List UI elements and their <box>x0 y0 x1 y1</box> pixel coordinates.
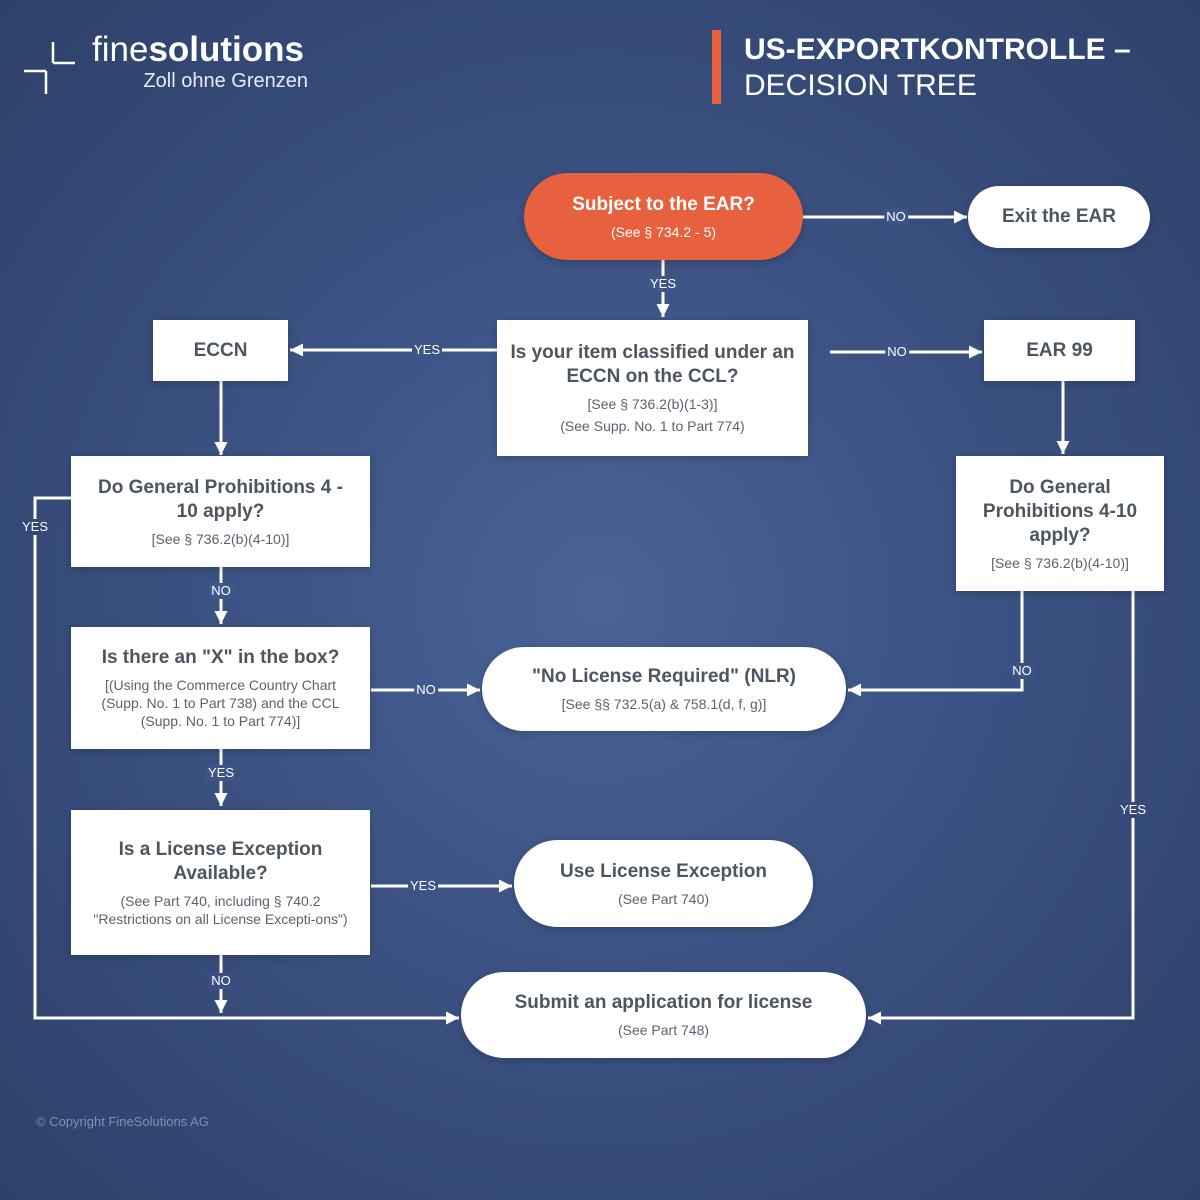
node-subject-to-ear: Subject to the EAR? (See § 734.2 - 5) <box>524 173 803 260</box>
node-gp-left-title: Do General Prohibitions 4 - 10 apply? <box>98 476 343 522</box>
edge-label-gpleft-yes: YES <box>19 519 51 535</box>
node-eccn: ECCN <box>153 320 288 381</box>
edge-label-classified-ear99: NO <box>885 344 909 360</box>
node-classified-sub2: (See Supp. No. 1 to Part 774) <box>560 418 745 434</box>
node-gp-right: Do General Prohibitions 4-10 apply? [See… <box>956 456 1164 591</box>
node-classified-eccn: Is your item classified under an ECCN on… <box>497 320 808 456</box>
brand-name-bold: solutions <box>148 30 304 69</box>
edge-label-classified-eccn: YES <box>411 342 443 358</box>
node-xbox-sub: [(Using the Commerce Country Chart (Supp… <box>101 677 340 729</box>
brand-name: finesolutions <box>92 30 304 70</box>
node-subject-sub: (See § 734.2 - 5) <box>610 223 717 240</box>
node-no-license-required: "No License Required" (NLR) [See §§ 732.… <box>482 647 846 731</box>
node-nlr-title: "No License Required" (NLR) <box>532 666 796 687</box>
edge-label-exception-submit: NO <box>209 973 233 989</box>
node-submit-title: Submit an application for license <box>514 992 813 1013</box>
brand-tagline: Zoll ohne Grenzen <box>143 70 308 92</box>
edge-label-gpright-no: NO <box>1010 663 1034 679</box>
brand-name-light: fine <box>92 30 149 69</box>
node-xbox-title: Is there an "X" in the box? <box>101 647 340 668</box>
node-x-in-box: Is there an "X" in the box? [(Using the … <box>71 627 370 749</box>
node-use-exception-sub: (See Part 740) <box>617 890 710 907</box>
node-subject-title: Subject to the EAR? <box>572 193 755 215</box>
node-exit-title: Exit the EAR <box>1001 206 1117 227</box>
edge-gpright-submit <box>868 591 1135 1025</box>
node-use-exception-title: Use License Exception <box>560 860 767 882</box>
logo-corner-mark-icon <box>24 42 75 94</box>
edge-gpright-nlr <box>848 591 1024 697</box>
edge-label-subject-classified: YES <box>647 276 679 292</box>
node-gp-left-sub: [See § 736.2(b)(4-10)] <box>151 530 290 547</box>
edge-label-exception-use: YES <box>407 878 439 894</box>
node-submit-application: Submit an application for license (See P… <box>461 972 866 1058</box>
edge-label-xbox-nlr: NO <box>414 682 438 698</box>
node-exit-ear: Exit the EAR <box>968 186 1150 248</box>
node-exception-title: Is a License Exception Available? <box>118 838 323 884</box>
page-title-line1: US-EXPORTKONTROLLE – <box>744 33 1131 66</box>
edge-label-xbox-exception: YES <box>205 765 237 781</box>
node-gp-right-title: Do General Prohibitions 4-10 apply? <box>982 476 1138 546</box>
edge-gpleft-submit <box>33 496 459 1025</box>
node-ear99: EAR 99 <box>984 320 1135 381</box>
node-nlr-sub: [See §§ 732.5(a) & 758.1(d, f, g)] <box>561 696 767 712</box>
node-exception-sub: (See Part 740, including § 740.2 "Restri… <box>93 892 348 927</box>
copyright-notice: © Copyright FineSolutions AG <box>36 1114 209 1129</box>
node-gp-right-sub: [See § 736.2(b)(4-10)] <box>991 554 1129 571</box>
title-accent-bar <box>712 30 721 104</box>
page-title-line2: DECISION TREE <box>744 69 977 102</box>
node-use-license-exception: Use License Exception (See Part 740) <box>514 840 813 927</box>
node-classified-title: Is your item classified under an ECCN on… <box>510 342 795 387</box>
node-gp-left: Do General Prohibitions 4 - 10 apply? [S… <box>71 456 370 567</box>
node-submit-sub: (See Part 748) <box>617 1022 710 1038</box>
page-title: US-EXPORTKONTROLLE – DECISION TREE <box>744 32 1131 104</box>
edge-label-subject-exit: NO <box>884 209 908 225</box>
node-classified-sub1: [See § 736.2(b)(1-3)] <box>587 396 718 412</box>
edge-label-gpright-yes: YES <box>1117 802 1149 818</box>
edge-label-gpleft-no: NO <box>209 583 233 599</box>
node-eccn-title: ECCN <box>193 339 248 361</box>
node-license-exception-available: Is a License Exception Available? (See P… <box>71 810 370 955</box>
node-ear99-title: EAR 99 <box>1026 339 1093 361</box>
